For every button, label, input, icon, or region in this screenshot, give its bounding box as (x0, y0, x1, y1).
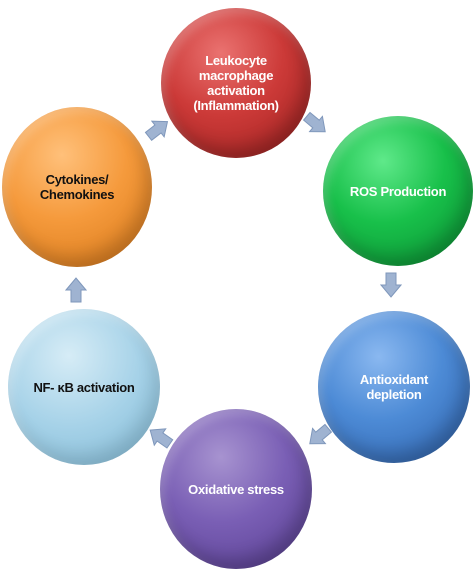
node-label: ROS Production (349, 183, 447, 199)
arrow-icon (65, 277, 87, 303)
node-nfkb-activation: NF- κB activation (8, 309, 160, 465)
node-antioxidant-depletion: Antioxidant depletion (318, 311, 470, 463)
arrow-icon (309, 423, 333, 445)
arrow-icon (302, 111, 326, 133)
arrow-icon (149, 428, 174, 449)
node-cytokines-chemokines: Cytokines/ Chemokines (2, 107, 152, 267)
node-label: Oxidative stress (188, 481, 284, 497)
node-label: Cytokines/ Chemokines (39, 172, 115, 202)
arrow-icon (380, 272, 402, 298)
node-label: NF- κB activation (33, 379, 135, 395)
node-ros-production: ROS Production (323, 116, 473, 266)
node-label: Leukocyte macrophage activation (Inflamm… (193, 53, 279, 113)
node-leukocyte-activation: Leukocyte macrophage activation (Inflamm… (161, 8, 311, 158)
arrow-icon (144, 120, 169, 142)
node-oxidative-stress: Oxidative stress (160, 409, 312, 569)
node-label: Antioxidant depletion (359, 372, 429, 402)
